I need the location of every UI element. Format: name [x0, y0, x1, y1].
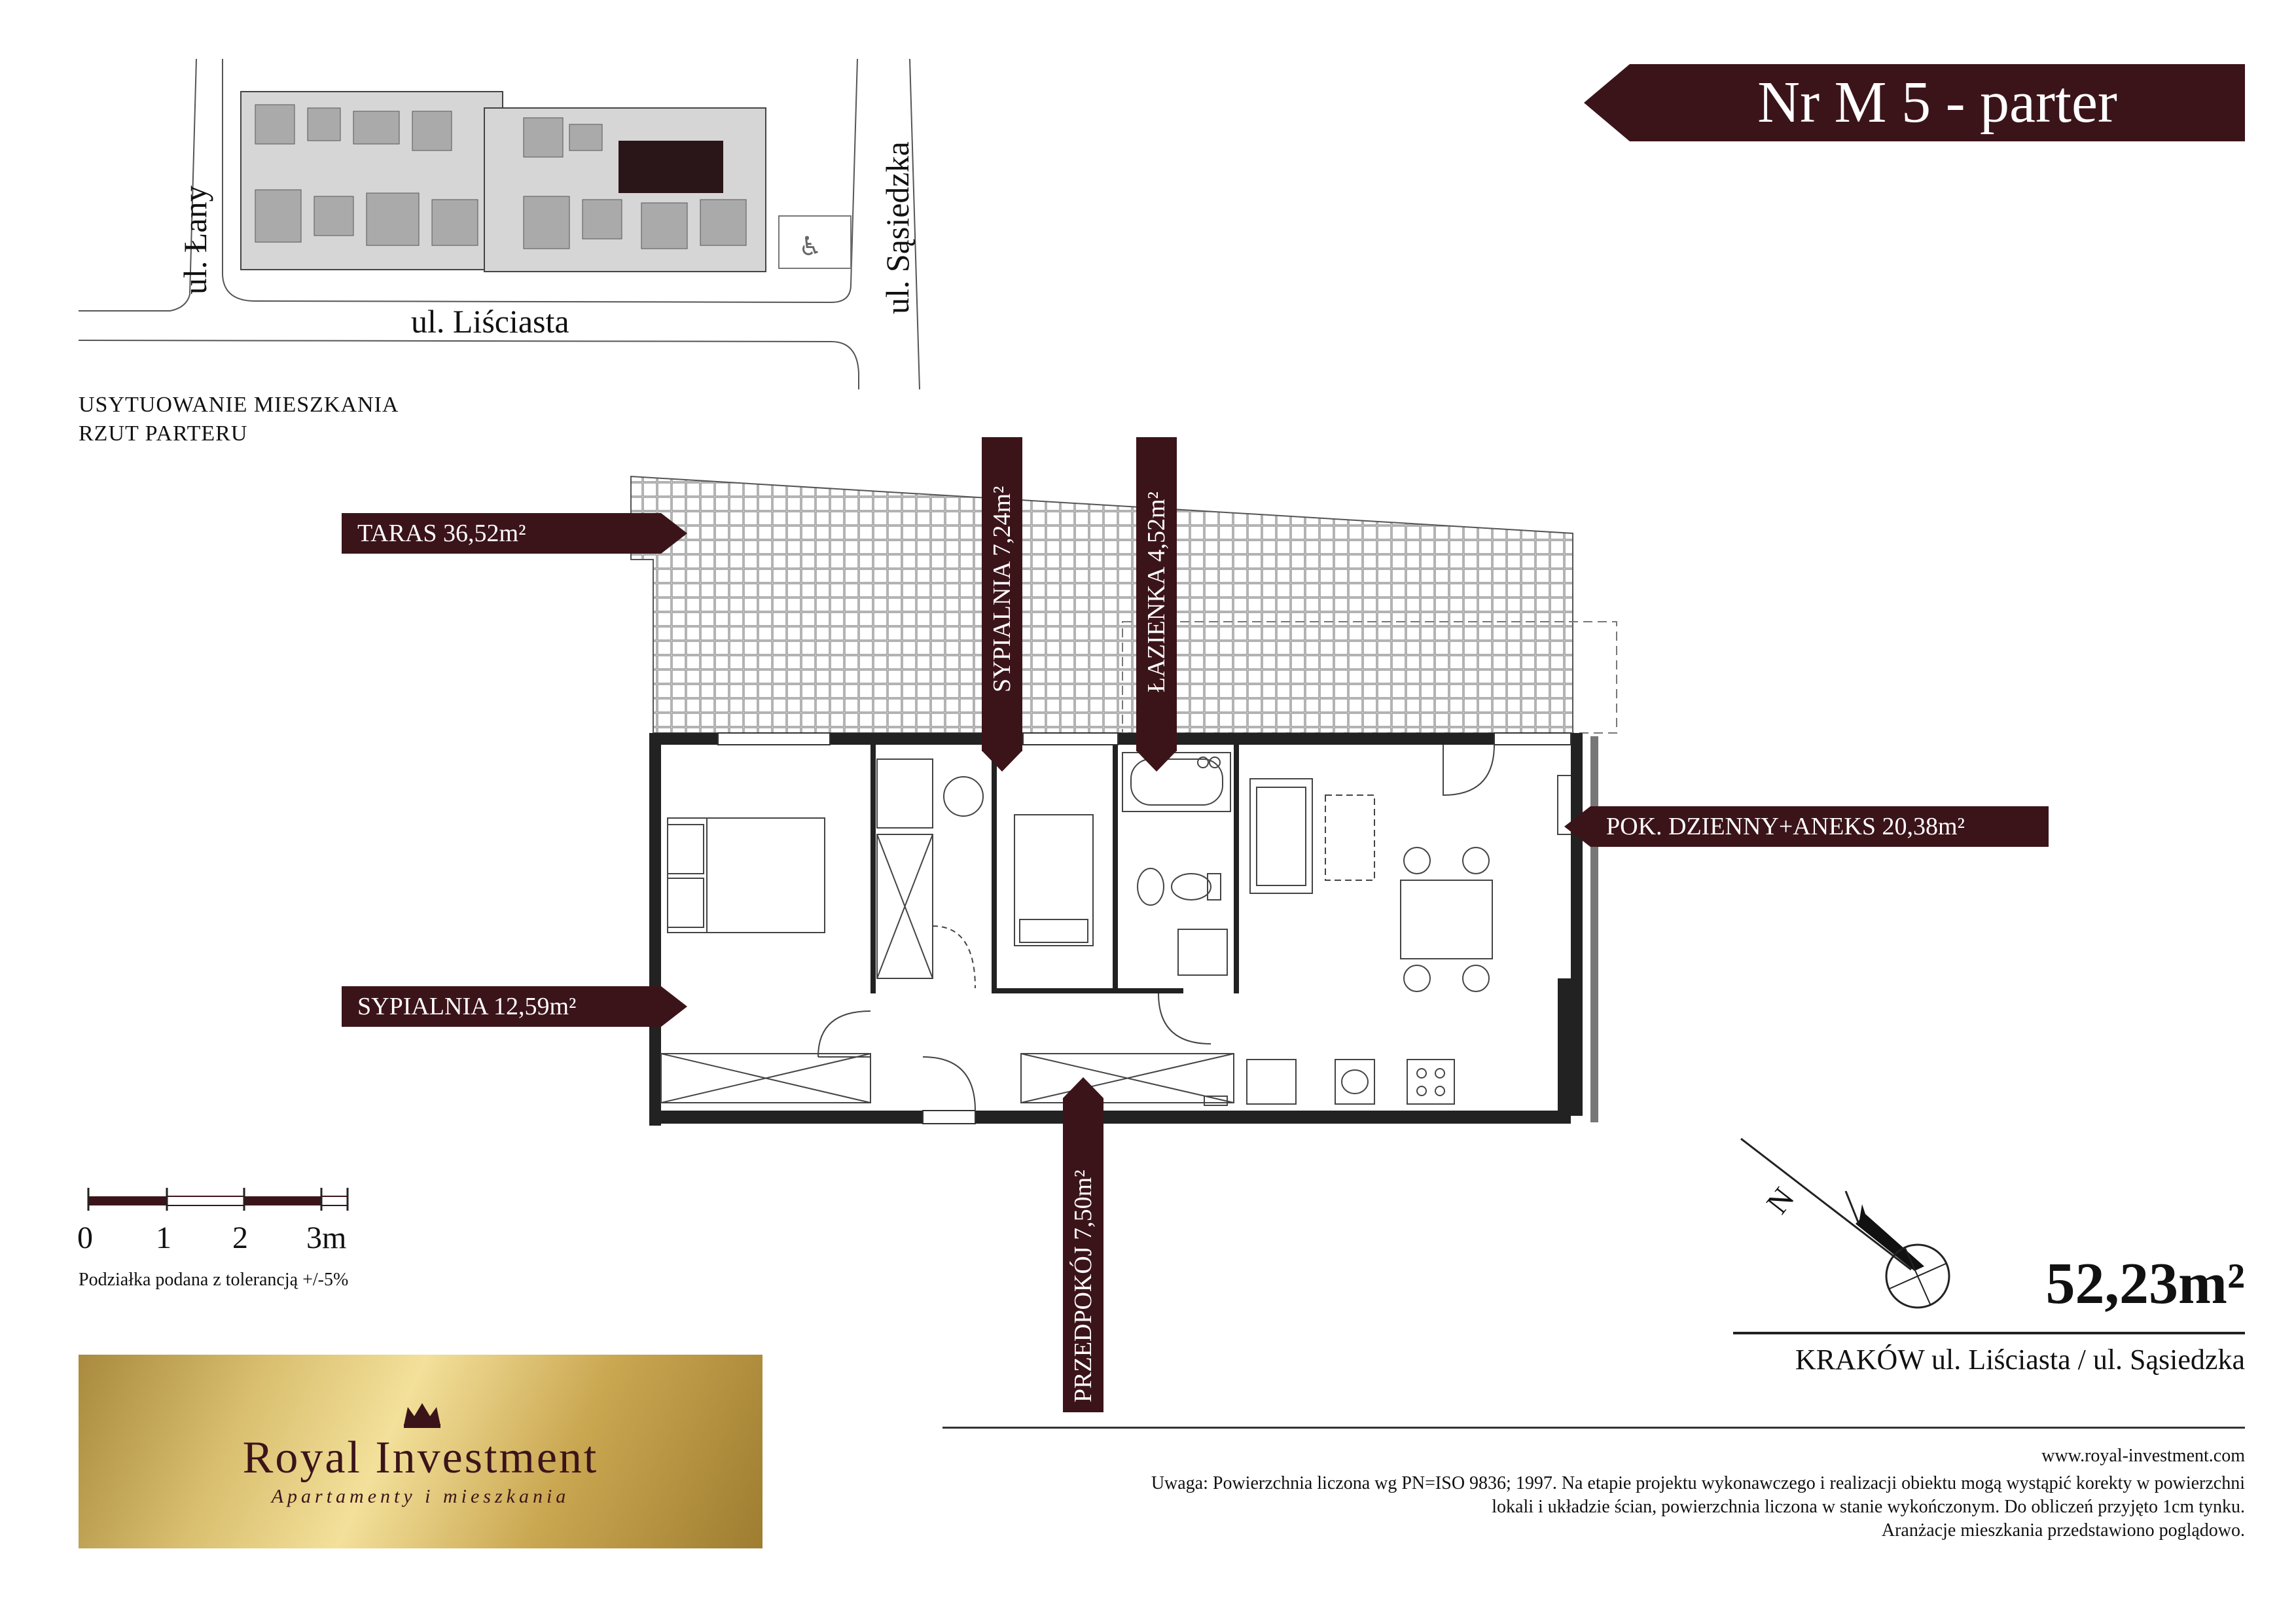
footer-note-1: Uwaga: Powierzchnia liczona wg PN=ISO 98…: [1151, 1473, 2245, 1493]
scale-tick-0: 0: [77, 1221, 93, 1255]
map-caption-line2: RZUT PARTERU: [79, 421, 248, 446]
area-divider: [1733, 1332, 2245, 1334]
total-area: 52,23m²: [2045, 1251, 2245, 1316]
website-link[interactable]: www.royal-investment.com: [2041, 1446, 2245, 1466]
title-banner: Nr M 5 - parter: [1584, 64, 2245, 141]
banner-arrow: [1584, 64, 1630, 141]
svg-text:♿: ♿: [798, 232, 822, 262]
street-label-lany: ul. Łany: [177, 185, 213, 294]
address: KRAKÓW ul. Liściasta / ul. Sąsiedzka: [1795, 1344, 2245, 1376]
label-sypialnia-large: SYPIALNIA 12,59m²: [342, 986, 687, 1027]
street-label-sasiedzka: ul. Sąsiedzka: [879, 141, 916, 314]
map-caption-line1: USYTUOWANIE MIESZKANIA: [79, 393, 399, 417]
label-lazienka: ŁAZIENKA 4,52m²: [1136, 437, 1177, 751]
arrow-przedpokoj: [1063, 1077, 1103, 1098]
scale-bar: [87, 1188, 349, 1211]
terrace-area: [630, 475, 1573, 734]
footer-note-3: Aranżacje mieszkania przedstawiono poglą…: [1881, 1520, 2245, 1541]
compass-label: N: [1760, 1181, 1801, 1221]
logo-name: Royal Investment: [242, 1433, 599, 1483]
floor-plan: [630, 475, 1617, 1126]
apartment-title: Nr M 5 - parter: [1630, 64, 2245, 141]
logo: Royal Investment Apartamenty i mieszkani…: [79, 1355, 762, 1548]
label-przedpokoj: PRZEDPOKÓJ 7,50m²: [1063, 1098, 1103, 1412]
compass-north-icon: N: [1740, 1137, 1950, 1309]
crown-icon: [404, 1403, 440, 1428]
arrow-lazienka: [1136, 751, 1177, 772]
arrow-sypialnia-small: [982, 751, 1022, 772]
footer-divider: [942, 1427, 2245, 1429]
label-pokoj-dzienny: POK. DZIENNY+ANEKS 20,38m²: [1564, 806, 2049, 847]
scale-tick-1: 1: [156, 1221, 171, 1255]
label-sypialnia-small: SYPIALNIA 7,24m²: [982, 437, 1022, 751]
scale-tick-3: 3m: [306, 1221, 347, 1255]
label-taras: TARAS 36,52m²: [342, 513, 687, 554]
street-label-lisciasta: ul. Liściasta: [411, 303, 569, 340]
apartment-location-marker: [619, 141, 723, 193]
location-map: ♿ ul. Łany ul. Liściasta ul. Sąsiedzka: [78, 59, 920, 390]
scale-tick-2: 2: [232, 1221, 248, 1255]
footer-note-2: lokali i układzie ścian, powierzchnia li…: [1492, 1497, 2245, 1517]
scale-note: Podziałka podana z tolerancją +/-5%: [79, 1270, 349, 1290]
logo-tagline: Apartamenty i mieszkania: [271, 1486, 570, 1507]
